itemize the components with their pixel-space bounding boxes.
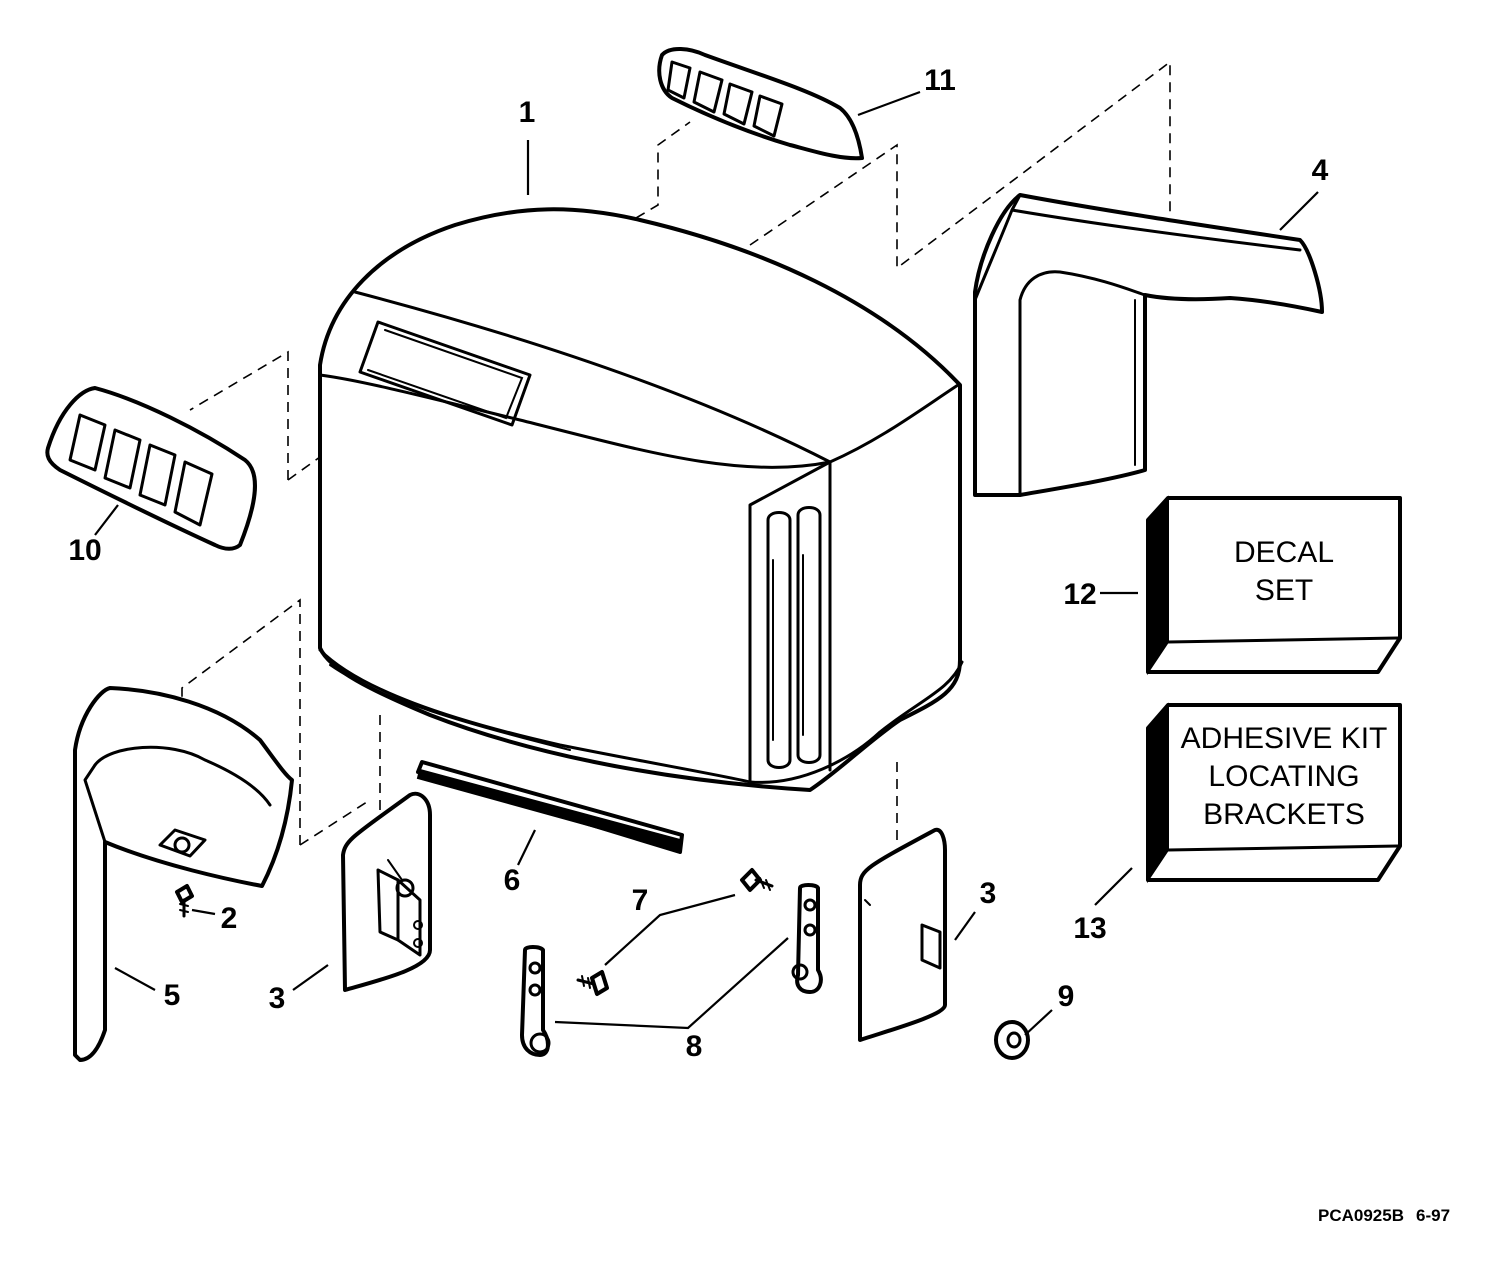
leader-lines: [94, 90, 1319, 1036]
screw-part-2: [175, 884, 194, 918]
callout-4: 4: [1312, 154, 1329, 187]
adhesive-label-line2: LOCATING: [1208, 760, 1359, 793]
callout-12: 12: [1063, 578, 1096, 611]
decal-set-box-part-12: DECAL SET: [1146, 495, 1402, 676]
callout-numbers: 1 11 4 10 12 13 2 5 3 6 7 8 3 9: [68, 64, 1328, 1063]
seal-strip-part-6: [416, 760, 684, 854]
ref-date: 6-97: [1416, 1206, 1450, 1225]
adhesive-label-line1: ADHESIVE KIT: [1181, 722, 1388, 755]
latch-plate-left-part-3: [341, 791, 432, 992]
top-vent-part-11: [657, 47, 864, 161]
callout-3-left: 3: [269, 982, 286, 1015]
front-lower-bracket-part-5: [73, 686, 294, 1062]
callout-11: 11: [924, 64, 956, 97]
callout-7: 7: [632, 884, 649, 917]
decal-label-line2: SET: [1255, 574, 1313, 607]
callout-8: 8: [686, 1030, 703, 1063]
latch-plate-right-part-3: [858, 827, 947, 1042]
callout-2: 2: [221, 902, 238, 935]
callout-13: 13: [1073, 912, 1106, 945]
ref-code: PCA0925B: [1318, 1206, 1404, 1225]
callout-5: 5: [164, 979, 181, 1012]
callout-9: 9: [1058, 980, 1075, 1013]
screw-upper-part-7: [740, 868, 774, 892]
callout-10: 10: [68, 534, 101, 567]
screw-lower-part-7: [576, 970, 609, 996]
decal-label-line1: DECAL: [1234, 536, 1334, 569]
figure-reference: PCA0925B 6-97: [1318, 1206, 1450, 1225]
front-vent-part-10: [45, 386, 257, 551]
rear-side-panel-part-4: [973, 193, 1324, 497]
adhesive-label-line3: BRACKETS: [1203, 798, 1365, 831]
callout-6: 6: [504, 864, 521, 897]
latch-bracket-left-part-8: [520, 945, 551, 1057]
top-cowl: [318, 207, 964, 792]
callout-1: 1: [519, 96, 536, 129]
latch-bracket-right-part-8: [791, 883, 823, 994]
grommet-part-9: [994, 1020, 1030, 1060]
callout-3-right: 3: [980, 877, 997, 910]
adhesive-kit-box-part-13: ADHESIVE KIT LOCATING BRACKETS: [1146, 702, 1402, 884]
